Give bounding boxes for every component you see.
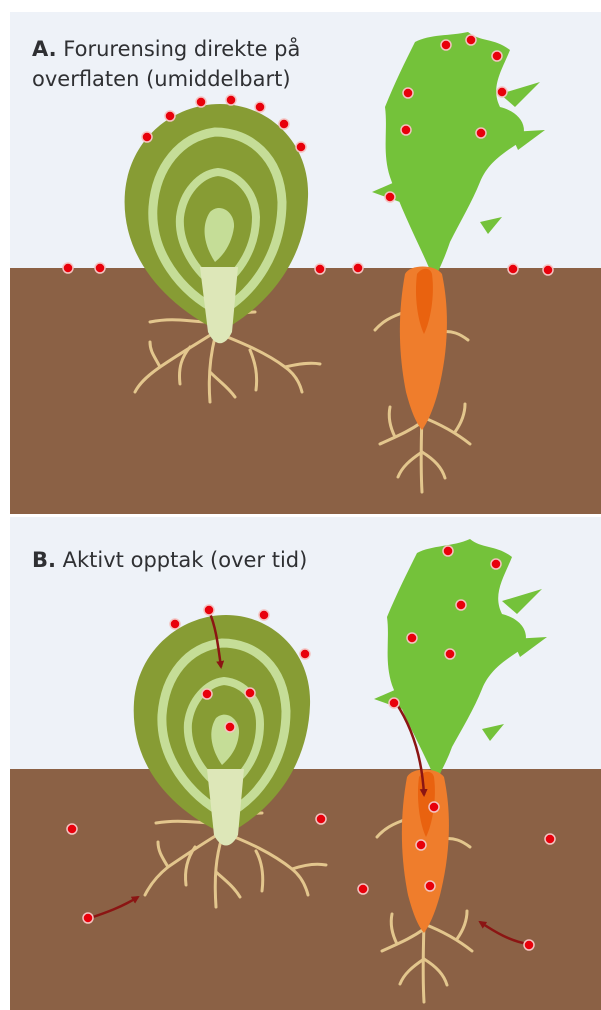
pollutant-dot: [67, 824, 77, 834]
pollutant-dot: [296, 142, 306, 152]
pollutant-dot: [315, 264, 325, 274]
pollutant-dot: [255, 102, 265, 112]
pollutant-dot: [403, 88, 413, 98]
pollutant-dot: [524, 940, 534, 950]
pollutant-dot: [466, 35, 476, 45]
panel-a-surface-contamination: A. Forurensing direkte på overflaten (um…: [10, 12, 601, 514]
pollutant-dot: [385, 192, 395, 202]
pollutant-dot: [279, 119, 289, 129]
pollutant-dot: [300, 649, 310, 659]
pollutant-dot: [443, 546, 453, 556]
panel-b-letter: B.: [32, 548, 56, 572]
pollutant-dot: [63, 263, 73, 273]
pollutant-dot: [416, 840, 426, 850]
pollutant-dot: [389, 698, 399, 708]
pollutant-dot: [170, 619, 180, 629]
pollutant-dot: [401, 125, 411, 135]
pollutant-dot: [456, 600, 466, 610]
panel-a-letter: A.: [32, 37, 57, 61]
panel-b-illustration: [10, 517, 601, 1010]
pollutant-dot: [407, 633, 417, 643]
panel-a-caption: A. Forurensing direkte på overflaten (um…: [32, 34, 362, 94]
pollutant-dot: [245, 688, 255, 698]
pollutant-dot: [259, 610, 269, 620]
panel-a-text: Forurensing direkte på overflaten (umidd…: [32, 37, 300, 91]
pollutant-dot: [165, 111, 175, 121]
soil: [10, 268, 601, 514]
pollutant-dot: [316, 814, 326, 824]
pollutant-dot: [353, 263, 363, 273]
pollutant-dot: [543, 265, 553, 275]
pollutant-dot: [95, 263, 105, 273]
panel-b-caption: B. Aktivt opptak (over tid): [32, 545, 392, 575]
pollutant-dot: [491, 559, 501, 569]
pollutant-dot: [204, 605, 214, 615]
pollutant-dot: [225, 722, 235, 732]
panel-b-active-uptake: B. Aktivt opptak (over tid): [10, 517, 601, 1010]
pollutant-dot: [358, 884, 368, 894]
pollutant-dot: [202, 689, 212, 699]
pollutant-dot: [196, 97, 206, 107]
pollutant-dot: [476, 128, 486, 138]
panel-b-text: Aktivt opptak (over tid): [56, 548, 307, 572]
pollutant-dot: [445, 649, 455, 659]
pollutant-dot: [441, 40, 451, 50]
pollutant-dot: [492, 51, 502, 61]
pollutant-dot: [142, 132, 152, 142]
pollutant-dot: [545, 834, 555, 844]
pollutant-dot: [425, 881, 435, 891]
pollutant-dot: [83, 913, 93, 923]
pollutant-dot: [508, 264, 518, 274]
pollutant-dot: [226, 95, 236, 105]
pollutant-dot: [497, 87, 507, 97]
pollutant-dot: [429, 802, 439, 812]
